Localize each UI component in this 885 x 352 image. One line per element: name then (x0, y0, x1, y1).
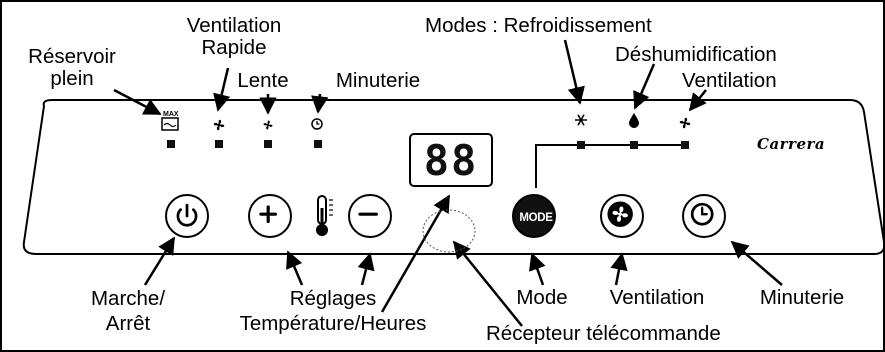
led-timer (314, 140, 322, 148)
fan-icon (679, 117, 691, 129)
mode-button-text: MODE (519, 212, 553, 224)
leader-fast (213, 67, 231, 112)
label-tank-full: Réservoir plein (28, 46, 116, 90)
power-icon (176, 203, 198, 227)
water-tank-max-icon (161, 117, 179, 131)
led-mode-cooling (577, 141, 585, 149)
panel-outline (22, 99, 883, 255)
display-digits: 88 (423, 136, 479, 185)
leader-cooling (563, 39, 585, 105)
leader-display (380, 194, 451, 313)
brand-logo: Carrera (757, 135, 826, 153)
leader-plus (286, 250, 304, 286)
label-ventilation-mode: Ventilation (682, 69, 777, 92)
digital-display: 88 (409, 133, 493, 187)
leader-power (143, 236, 176, 286)
led-mode-vent (681, 141, 689, 149)
leader-minus (357, 252, 375, 286)
led-tank (167, 140, 175, 148)
plus-button[interactable] (248, 194, 292, 238)
clock-icon (690, 202, 714, 226)
label-tank-full-text: Réservoir plein (28, 45, 116, 90)
label-receiver: Récepteur télécommande (486, 322, 721, 345)
plus-icon (259, 205, 278, 224)
fan-icon (607, 201, 633, 227)
label-power-text: Marche/ Arrêt (90, 287, 166, 335)
tank-max-text: MAX (163, 111, 179, 118)
label-minuterie: Minuterie (759, 286, 845, 309)
power-button[interactable] (165, 194, 209, 238)
label-ventilation-rapide: Ventilation Rapide (187, 15, 282, 59)
mode-button[interactable]: MODE (512, 194, 556, 238)
leader-dehumid (633, 63, 656, 110)
label-mode: Mode (516, 286, 568, 309)
snowflake-icon (575, 114, 587, 126)
leader-vent (610, 252, 628, 286)
label-deshumidification: Déshumidification (615, 43, 777, 66)
label-lente: Lente (237, 69, 289, 92)
led-fan-fast (215, 140, 223, 148)
minus-icon (358, 212, 378, 216)
label-ventilation: Ventilation (609, 286, 705, 309)
leader-tank (113, 88, 162, 116)
timer-button[interactable] (682, 194, 726, 238)
clock-icon (311, 118, 323, 130)
fan-icon (263, 120, 273, 130)
label-power: Marche/ Arrêt (91, 286, 165, 336)
minus-button[interactable] (348, 194, 392, 238)
fan-icon (213, 119, 225, 131)
label-ventilation-rapide-text: Ventilation Rapide (186, 14, 282, 59)
leader-vent-mode (688, 89, 707, 112)
droplet-icon (629, 113, 639, 128)
receiver-window (422, 209, 476, 253)
led-mode-dehumid (630, 141, 638, 149)
leader-mode (529, 252, 546, 286)
label-minuterie-top: Minuterie (335, 69, 421, 92)
leader-receiver (452, 240, 523, 327)
mode-bracket (535, 144, 686, 188)
fan-button[interactable] (600, 194, 644, 238)
label-reglages: Réglages Température/Heures (240, 286, 427, 336)
leader-minuterie (730, 240, 783, 286)
label-modes-refroidissement: Modes : Refroidissement (425, 14, 652, 37)
thermometer-icon (316, 195, 333, 236)
leader-timer-top (311, 93, 329, 114)
label-reglages-text: Réglages Température/Heures (239, 287, 427, 335)
led-fan-slow (264, 140, 272, 148)
